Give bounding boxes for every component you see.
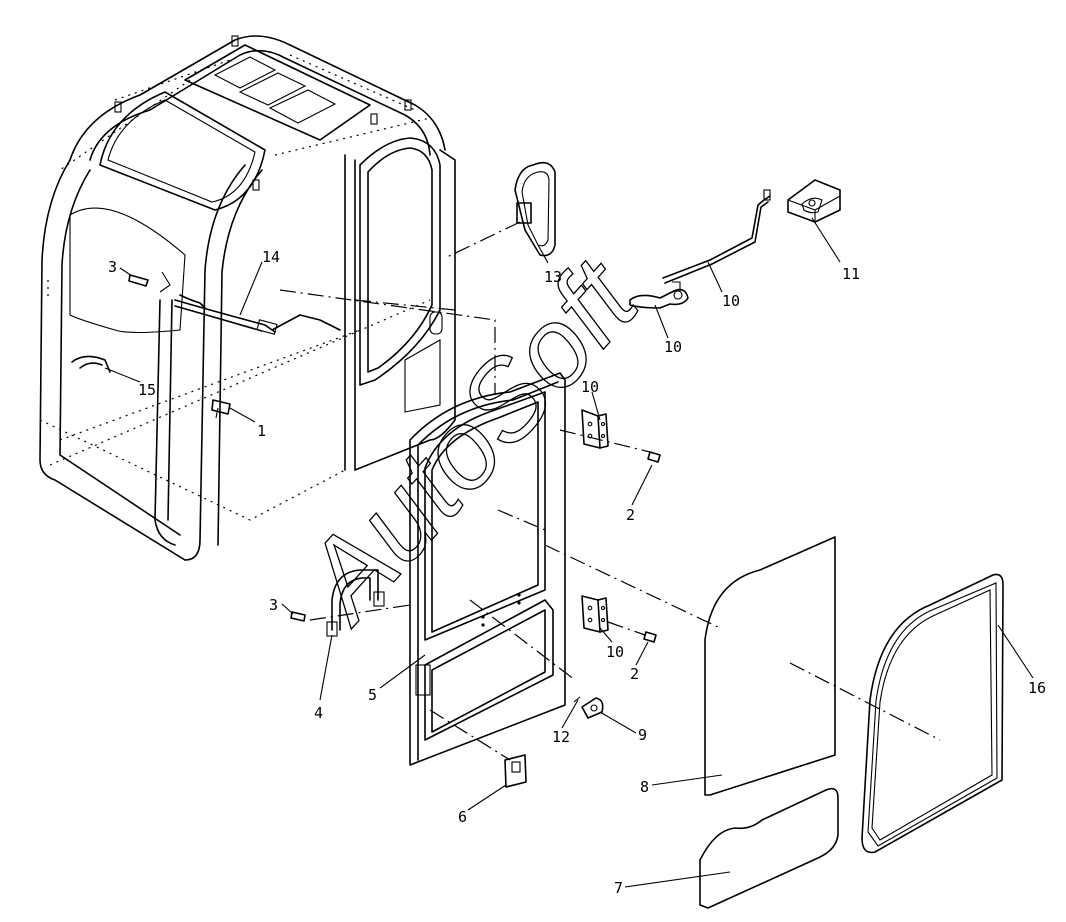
callout-8: 8 <box>640 778 649 796</box>
striker-part <box>429 709 527 788</box>
callout-12: 10 <box>722 292 740 310</box>
screw-part-lower <box>290 611 306 622</box>
callout-4: 4 <box>314 704 323 722</box>
window-seal-part <box>861 573 1004 854</box>
door-handle-part <box>309 569 411 637</box>
bolt-part-lower-hinge <box>643 631 657 643</box>
watermark-text: AutoSoft <box>276 235 663 645</box>
cab-frame <box>39 35 496 561</box>
callout-2-upper: 2 <box>626 506 635 524</box>
callout-1: 1 <box>257 422 266 440</box>
callout-10-lower: 10 <box>606 643 624 661</box>
callout-7: 7 <box>614 879 623 897</box>
door-catch-part <box>573 696 604 719</box>
callout-9: 9 <box>638 726 647 744</box>
callout-3-upper: 3 <box>108 258 117 276</box>
screw-part-upper <box>128 274 149 287</box>
link-rod-part <box>662 189 771 284</box>
door-lock-part <box>787 179 841 223</box>
hinge-part-lower <box>581 595 646 636</box>
bolt-part-upper-hinge <box>647 451 661 463</box>
bolt-part <box>211 399 231 419</box>
gas-strut-part <box>159 271 341 335</box>
callout-11: 10 <box>664 338 682 356</box>
callout-15: 13 <box>544 268 562 286</box>
callout-2-lower: 2 <box>630 665 639 683</box>
grab-handle-part <box>71 355 111 373</box>
callout-16: 14 <box>262 248 280 266</box>
callout-18: 16 <box>1028 679 1046 697</box>
callout-14: 12 <box>552 728 570 746</box>
callout-17: 15 <box>138 381 156 399</box>
lever-part <box>629 281 689 309</box>
door-glass-upper-part <box>544 536 941 796</box>
door-part <box>409 372 576 766</box>
callout-3-lower: 3 <box>269 596 278 614</box>
mirror-part <box>444 161 556 259</box>
callout-13: 11 <box>842 265 860 283</box>
hinge-part-upper <box>559 409 651 453</box>
callout-10-upper: 10 <box>581 378 599 396</box>
door-glass-lower-part <box>699 787 839 909</box>
callout-5: 5 <box>368 686 377 704</box>
callout-6: 6 <box>458 808 467 826</box>
leader-lines <box>104 217 1034 888</box>
